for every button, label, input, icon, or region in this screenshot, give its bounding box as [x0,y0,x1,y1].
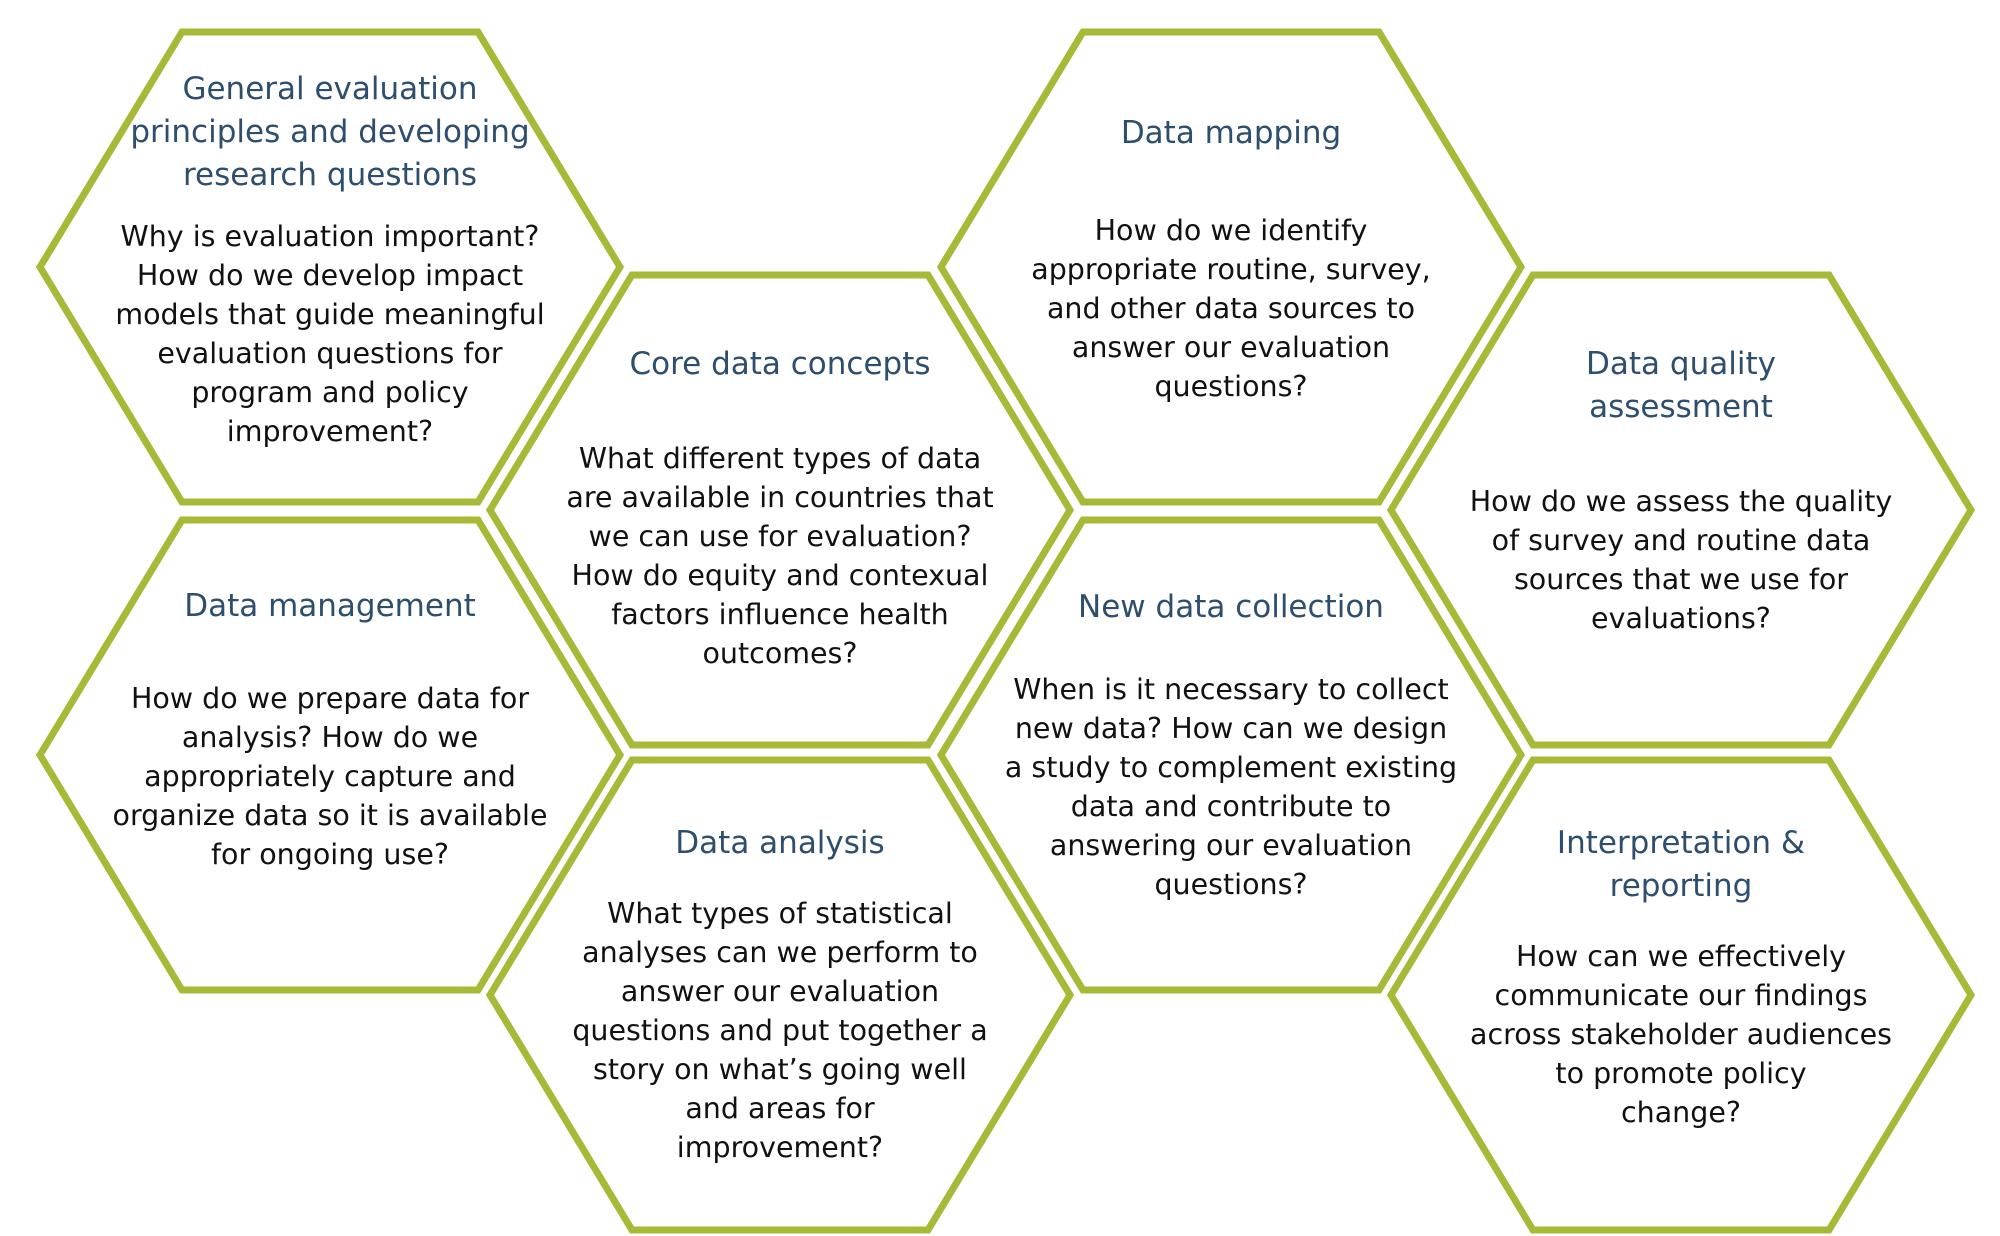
hexagon-question-line: answer our evaluation [1071,331,1391,364]
hexagon-question-line: How do equity and contexual [571,559,989,592]
hexagon-question-line: new data? How can we design [1014,712,1448,745]
hexagon-title: Data mapping [1121,112,1341,155]
hexagon-question-line: organize data so it is available [112,799,548,832]
hexagon-question-line: data and contribute to [1070,790,1392,823]
hexagon-title-line: Data management [184,588,476,624]
hexagon-question-line: appropriate routine, survey, [1031,253,1431,286]
hexagon-question: What different types of data are availabl… [566,439,993,673]
hexagon-question-line: a study to complement existing [1004,751,1458,784]
hexagon-question-line: answering our evaluation [1049,829,1413,862]
hexagon-core-data-concepts [485,271,1075,749]
hexagon-question: When is it necessary to collect new data?… [1005,670,1457,904]
hexagon-title: Core data concepts [629,343,930,386]
hexagon-title-line: Interpretation & [1556,825,1806,861]
hexagon-question-line: Why is evaluation important? [120,220,540,253]
hexagon-question-line: we can use for evaluation? [588,520,972,553]
hexagon-question-line: analyses can we perform to [582,936,978,969]
hexagon-question-line: and areas for [685,1092,875,1125]
hexagon-title-line: research questions [182,157,478,193]
hexagon-question-line: What types of statistical [607,897,953,930]
hexagon-new-data-collection [936,516,1526,994]
hexagon-question: How can we effectively communicate our fi… [1470,937,1892,1132]
hexagon-question-line: How do we prepare data for [130,682,530,715]
hexagon-title-line: Data mapping [1120,115,1342,151]
hexagon-interpretation-reporting [1386,756,1976,1234]
hexagon-title-line: Core data concepts [629,346,931,382]
hexagon-question-line: of survey and routine data [1491,524,1871,557]
hexagon-title: New data collection [1078,586,1384,629]
hexagon-title: Data quality assessment [1586,343,1776,429]
hexagon-title-line: New data collection [1078,589,1384,625]
hexagon-question: What types of statistical analyses can we… [572,894,987,1167]
hexagon-data-mapping [936,28,1526,506]
hexagon-data-analysis [485,756,1075,1234]
hexagon-question-line: across stakeholder audiences [1470,1018,1892,1051]
hexagon-question: Why is evaluation important? How do we de… [115,217,544,451]
hexagon-question-line: evaluations? [1591,602,1771,635]
hexagon-question-line: questions? [1154,370,1308,403]
hexagon-title-line: assessment [1589,389,1773,425]
hexagon-question-line: improvement? [676,1131,884,1164]
hexagon-title: Data management [184,585,476,628]
hexagon-question-line: sources that we use for [1513,563,1849,596]
hexagon-question-line: are available in countries that [566,481,994,514]
hexagon-title: General evaluation principles and develop… [130,68,529,197]
hexagon-data-quality-assessment [1386,271,1976,749]
hexagon-question-line: models that guide meaningful [115,298,545,331]
hexagon-question-line: outcomes? [702,637,858,670]
hexagon-question-line: improvement? [226,415,434,448]
hexagon-question-line: analysis? How do we [181,721,479,754]
hexagon-title-line: principles and developing [130,114,530,150]
hexagon-question: How do we identify appropriate routine, s… [1031,211,1431,406]
hexagon-title-line: General evaluation [182,71,478,107]
hexagon-question-line: communicate our findings [1494,979,1868,1012]
hexagon-question-line: change? [1620,1096,1741,1129]
hexagon-question-line: What different types of data [578,442,982,475]
hexagon-question-line: questions and put together a [572,1014,988,1047]
hexagon-title-line: Data analysis [675,825,885,861]
hexagon-question-line: How do we identify [1094,214,1368,247]
hexagon-question-line: and other data sources to [1046,292,1416,325]
hexagon-question: How do we assess the quality of survey an… [1470,482,1893,638]
hexagon-title-line: reporting [1609,868,1753,904]
hexagon-title: Data analysis [675,822,884,865]
hexagon-question-line: program and policy [191,376,469,409]
hexagon-title-line: Data quality [1586,346,1776,382]
hexagon-text-general-evaluation: General evaluation principles and develop… [95,68,565,451]
hexagon-question-line: for ongoing use? [211,838,449,871]
hexagon-question-line: How do we develop impact [136,259,524,292]
hexagon-title: Interpretation & reporting [1557,822,1805,908]
hexagon-question-line: appropriately capture and [144,760,516,793]
hexagon-question-line: When is it necessary to collect [1013,673,1449,706]
hexagon-general-evaluation [35,28,625,506]
hexagon-question-line: story on what’s going well [593,1053,967,1086]
hexagon-question-line: How can we effectively [1515,940,1847,973]
hexagon-question-line: How do we assess the quality [1469,485,1893,518]
hexagon-question-line: answer our evaluation [620,975,940,1008]
hexagon-question-line: evaluation questions for [157,337,503,370]
hexagon-question-line: to promote policy [1555,1057,1807,1090]
hexagon-question: How do we prepare data for analysis? How … [113,679,548,874]
hexagon-data-management [35,516,625,994]
hexagon-question-line: questions? [1154,868,1308,901]
hexagon-question-line: factors influence health [611,598,949,631]
